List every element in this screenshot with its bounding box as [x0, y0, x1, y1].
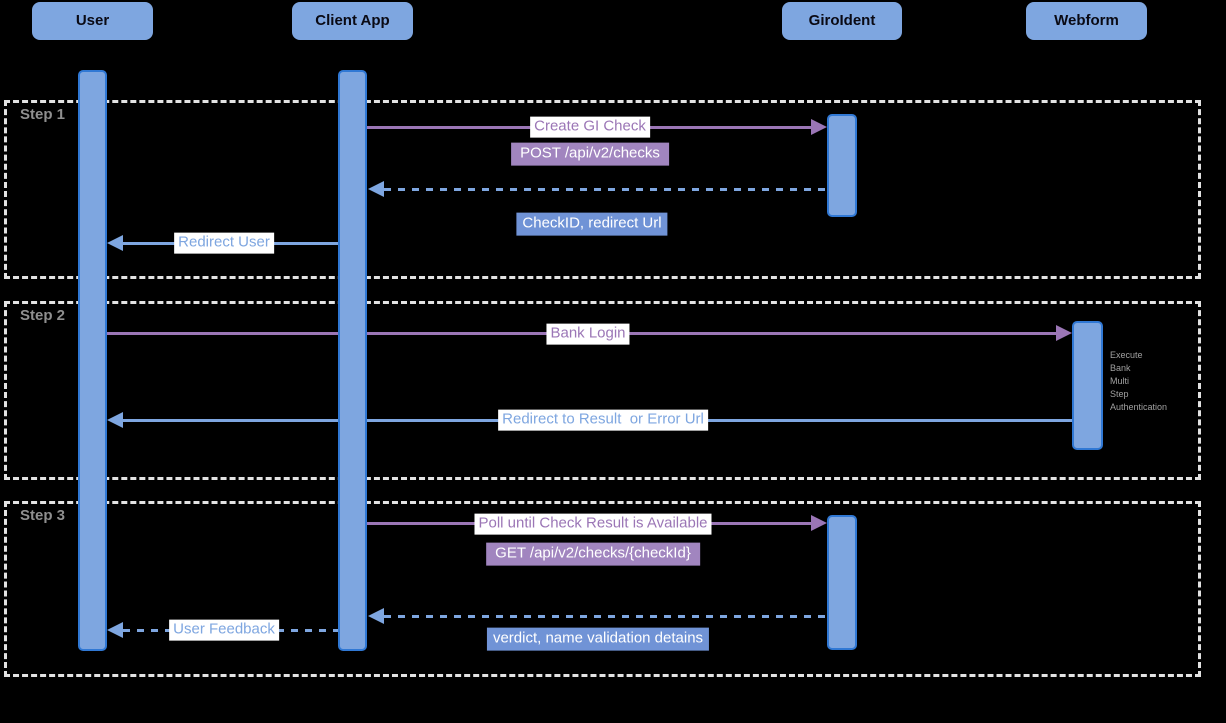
step1-label: Step 1: [20, 106, 66, 123]
checkid-return-label: CheckID, redirect Url: [516, 212, 668, 236]
actor-webform: Webform: [1026, 2, 1147, 40]
poll-check-arrowhead-icon: [811, 515, 827, 531]
step2-frame: [4, 301, 1201, 480]
checkid-return-arrowhead-icon: [368, 181, 384, 197]
post-endpoint-label: POST /api/v2/checks: [511, 142, 669, 166]
giroident-activation-step1: [827, 114, 857, 217]
step2-label: Step 2: [20, 307, 66, 324]
actor-user: User: [32, 2, 153, 40]
checkid-return-arrow-line: [384, 188, 827, 191]
client-app-lifeline-bar: [338, 70, 367, 651]
create-check-arrowhead-icon: [811, 119, 827, 135]
redirect-user-label: Redirect User: [174, 232, 274, 254]
verdict-return-label: verdict, name validation detains: [486, 627, 710, 651]
poll-check-label: Poll until Check Result is Available: [474, 513, 712, 535]
get-endpoint-label: GET /api/v2/checks/{checkId}: [486, 542, 700, 566]
redirect-user-arrowhead-icon: [107, 235, 123, 251]
step3-label: Step 3: [20, 507, 66, 524]
bank-login-label: Bank Login: [546, 323, 630, 345]
redirect-result-arrowhead-icon: [107, 412, 123, 428]
verdict-return-arrow-line: [384, 615, 827, 618]
user-feedback-label: User Feedback: [169, 619, 279, 641]
step3-frame: [4, 501, 1201, 677]
webform-auth-note: Execute Bank Multi Step Authentication: [1110, 350, 1168, 412]
create-check-label: Create GI Check: [530, 116, 650, 138]
giroident-activation-step3: [827, 515, 857, 650]
actor-giroident: GiroIdent: [782, 2, 902, 40]
redirect-result-label: Redirect to Result or Error Url: [498, 409, 708, 431]
user-feedback-arrowhead-icon: [107, 622, 123, 638]
verdict-return-arrowhead-icon: [368, 608, 384, 624]
actor-client-app: Client App: [292, 2, 413, 40]
step1-frame: [4, 100, 1201, 279]
bank-login-arrowhead-icon: [1056, 325, 1072, 341]
webform-activation-step2: [1072, 321, 1103, 450]
user-lifeline-bar: [78, 70, 107, 651]
